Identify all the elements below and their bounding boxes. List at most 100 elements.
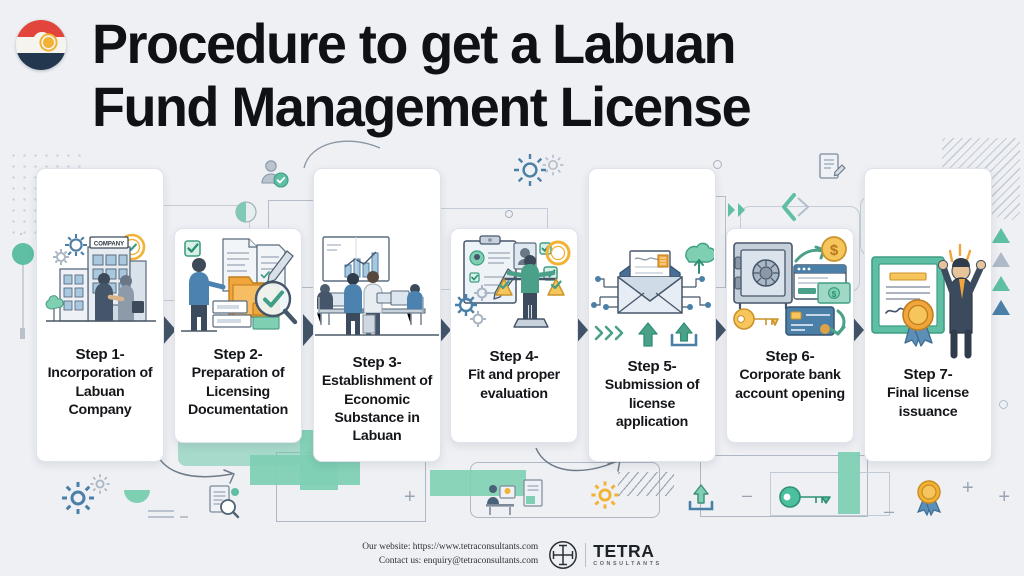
step-7-illustration xyxy=(865,169,991,359)
step-2-lead: Step 2- xyxy=(213,346,263,363)
tetra-circle-cross-logo-icon xyxy=(549,541,578,569)
curved-arrow-icon xyxy=(153,445,235,484)
connector-frame xyxy=(700,455,868,517)
office-team-desks-chart-icon xyxy=(315,236,439,336)
step-card-2[interactable]: Step 2- Preparation of Licensing Documen… xyxy=(174,228,302,443)
brand-text: TETRA CONSULTANTS xyxy=(593,540,662,568)
title-line-2: Fund Management License xyxy=(92,75,752,139)
plus-icon: + xyxy=(998,486,1010,508)
teal-accent-block xyxy=(430,470,526,496)
step-3-illustration xyxy=(314,169,440,347)
gear-icon xyxy=(591,481,619,509)
svg-text:$: $ xyxy=(830,242,839,259)
brand-subtitle: CONSULTANTS xyxy=(593,561,662,568)
brand-name: TETRA xyxy=(593,540,655,561)
envelope-upload-cloud-icon xyxy=(591,242,714,347)
footer-contact-text: Our website: https://www.tetraconsultant… xyxy=(362,541,538,568)
logo-divider xyxy=(585,543,587,567)
award-ribbon-icon xyxy=(916,480,942,517)
circle-outline-icon xyxy=(999,400,1008,409)
footer-website-line[interactable]: Our website: https://www.tetraconsultant… xyxy=(362,542,539,553)
footer: Our website: https://www.tetraconsultant… xyxy=(0,540,1024,570)
plus-icon: + xyxy=(404,486,416,508)
connector-frame xyxy=(276,452,426,522)
dash-line xyxy=(180,516,188,518)
clipboard-profile-scales-balance-icon xyxy=(455,235,571,328)
step-2-caption: Step 2- Preparation of Licensing Documen… xyxy=(175,339,301,429)
step-1-caption: Step 1- Incorporation of Labuan Company xyxy=(37,339,163,429)
back-arrow-icon xyxy=(782,193,809,221)
document-search-icon xyxy=(209,485,240,519)
step-7-body: Final license issuance xyxy=(887,385,969,420)
step-4-body: Fit and proper evaluation xyxy=(468,367,560,402)
brand-logo: TETRA CONSULTANTS xyxy=(548,540,662,570)
step-5-lead: Step 5- xyxy=(627,358,677,375)
fast-forward-icon xyxy=(728,203,745,217)
step-card-6[interactable]: $ $ xyxy=(726,228,854,443)
footer-contact-line[interactable]: Contact us: enquiry@tetraconsultants.com xyxy=(378,556,539,566)
step-arrow-1-2 xyxy=(162,314,176,346)
triangle-icon xyxy=(992,300,1010,315)
step-6-caption: Step 6- Corporate bank account opening xyxy=(727,341,853,413)
step-6-body: Corporate bank account opening xyxy=(735,367,845,402)
triangle-icon xyxy=(992,252,1010,267)
step-4-caption: Step 4- Fit and proper evaluation xyxy=(451,341,577,413)
step-3-body: Establishment of Economic Substance in L… xyxy=(321,373,433,444)
step-2-illustration xyxy=(175,229,301,339)
step-card-1[interactable]: COMPANY xyxy=(36,168,164,462)
step-3-caption: Step 3- Establishment of Economic Substa… xyxy=(314,347,440,455)
dash-line xyxy=(148,510,174,512)
gear-icon xyxy=(62,482,94,514)
triangle-icon xyxy=(992,228,1010,243)
speed-lines-decoration xyxy=(618,472,674,496)
half-disc-icon xyxy=(124,490,150,503)
sun-star-icon xyxy=(43,37,54,48)
flag-band-bottom xyxy=(16,53,66,70)
connector-frame xyxy=(770,472,890,516)
step-7-caption: Step 7- Final license issuance xyxy=(865,359,991,431)
step-5-caption: Step 5- Submission of license applicatio… xyxy=(589,351,715,441)
step-card-5[interactable]: Step 5- Submission of license applicatio… xyxy=(588,168,716,462)
step-1-illustration: COMPANY xyxy=(37,169,163,339)
svg-text:$: $ xyxy=(832,290,837,299)
gear-icon xyxy=(514,154,546,186)
circle-outline-icon xyxy=(505,210,513,218)
step-card-3[interactable]: Step 3- Establishment of Economic Substa… xyxy=(313,168,441,462)
step-5-body: Submission of license application xyxy=(604,377,700,430)
step-7-lead: Step 7- xyxy=(903,366,953,383)
step-card-4[interactable]: Step 4- Fit and proper evaluation xyxy=(450,228,578,443)
key-icon xyxy=(779,486,831,508)
circle-outline-icon xyxy=(272,176,281,185)
step-6-illustration: $ $ xyxy=(727,229,853,341)
left-rail-tick xyxy=(20,328,25,339)
triangle-icon xyxy=(992,276,1010,291)
document-edit-icon xyxy=(819,153,846,179)
person-at-desk-icon xyxy=(486,485,516,515)
step-4-illustration xyxy=(451,229,577,341)
half-circle-icon xyxy=(235,201,257,223)
office-building-handshake-gears-icon: COMPANY xyxy=(45,233,156,322)
circle-outline-icon xyxy=(713,160,722,169)
left-rail-line xyxy=(22,243,24,333)
connector-frame xyxy=(470,462,660,518)
svg-text:COMPANY: COMPANY xyxy=(94,242,124,248)
step-1-lead: Step 1- xyxy=(75,346,125,363)
step-6-lead: Step 6- xyxy=(765,348,815,365)
safe-vault-bank-card-key-icon: $ $ xyxy=(733,236,851,336)
step-2-body: Preparation of Licensing Documentation xyxy=(187,365,288,418)
verified-user-icon xyxy=(261,160,289,188)
step-1-body: Incorporation of Labuan Company xyxy=(47,365,153,418)
plus-icon: + xyxy=(962,477,974,499)
documents-folder-magnifier-checkmark-icon xyxy=(181,238,298,332)
left-rail-dot xyxy=(12,243,34,265)
step-3-lead: Step 3- xyxy=(352,354,402,371)
upload-icon xyxy=(688,484,714,511)
gear-icon xyxy=(542,154,564,176)
certificate-award-celebrating-person-icon xyxy=(871,243,987,359)
title-line-1: Procedure to get a Labuan xyxy=(92,12,737,75)
step-card-7[interactable]: Step 7- Final license issuance xyxy=(864,168,992,462)
flag-band-top xyxy=(16,20,66,37)
dash-line xyxy=(148,516,174,518)
spacer xyxy=(20,233,22,235)
